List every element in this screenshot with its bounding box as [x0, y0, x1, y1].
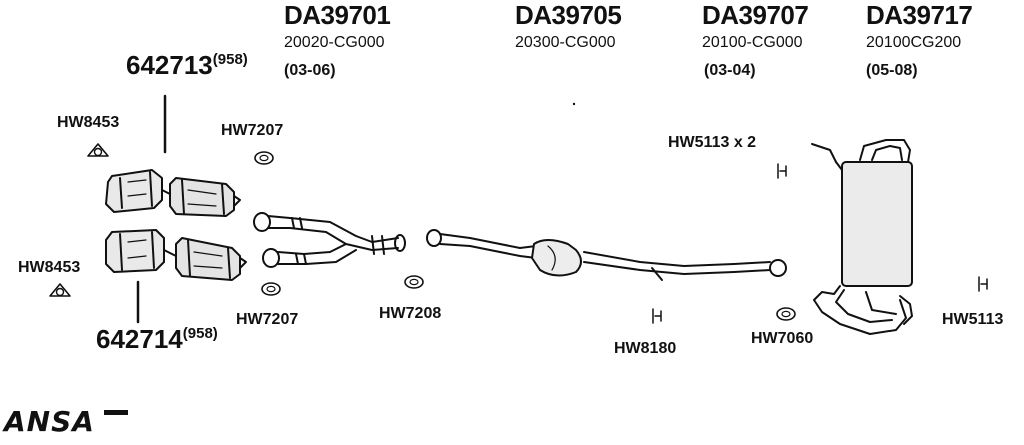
catalyst-note-lower: (958)	[182, 325, 218, 342]
gasket-hw7208-icon	[404, 275, 424, 289]
part-label-hw8180: HW8180	[614, 340, 677, 357]
gasket-hw8453-bottom-icon	[49, 283, 71, 297]
catalyst-lower-rear	[175, 237, 247, 281]
part-label-hw8453-top: HW8453	[57, 114, 120, 131]
part-label-hw7207-bottom: HW7207	[236, 311, 299, 328]
oem-number-da39705: 20300-CG000	[515, 34, 616, 51]
y-pipe-front	[253, 212, 406, 268]
centre-muffler-pipe	[426, 229, 787, 281]
gasket-hw7060-icon	[776, 307, 796, 321]
oem-number-da39707: 20100-CG000	[702, 34, 803, 51]
catalyst-upper-rear	[169, 177, 241, 217]
gasket-hw7207-top-icon	[254, 151, 274, 165]
years-da39707: (03-04)	[704, 62, 756, 79]
product-code-da39707: DA39707	[702, 0, 809, 30]
oem-number-da39701: 20020-CG000	[284, 34, 385, 51]
catalyst-upper-front	[105, 169, 163, 213]
logo-accent-stripe	[104, 410, 128, 415]
product-code-da39705: DA39705	[515, 0, 622, 30]
catalyst-note-upper: (958)	[212, 51, 248, 68]
ansa-logo: ANSA	[4, 405, 95, 438]
years-da39717: (05-08)	[866, 62, 918, 79]
oem-number-da39717: 20100CG200	[866, 34, 962, 51]
catalyst-code-upper: 642713	[126, 50, 213, 80]
rear-silencer	[811, 139, 913, 335]
catalyst-lower-front	[105, 229, 165, 273]
part-label-hw7208: HW7208	[379, 305, 442, 322]
product-code-da39701: DA39701	[284, 0, 391, 30]
hanger-hw8180-icon	[652, 308, 662, 324]
part-label-hw8453-bottom: HW8453	[18, 259, 81, 276]
part-label-hw5113-x2: HW5113 x 2	[668, 134, 757, 151]
part-label-hw5113: HW5113	[942, 311, 1004, 328]
catalyst-label-lower: 642714(958)	[96, 324, 218, 355]
part-label-hw7060: HW7060	[751, 330, 814, 347]
product-code-da39717: DA39717	[866, 0, 973, 30]
catalyst-label-upper: 642713(958)	[126, 50, 248, 81]
part-label-hw7207-top: HW7207	[221, 122, 284, 139]
gasket-hw8453-top-icon	[87, 143, 109, 157]
catalyst-code-lower: 642714	[96, 324, 183, 354]
gasket-hw7207-bottom-icon	[261, 282, 281, 296]
hanger-hw5113-icon	[978, 276, 988, 292]
years-da39701: (03-06)	[284, 62, 336, 79]
hanger-hw5113-x2-icon	[777, 163, 787, 179]
